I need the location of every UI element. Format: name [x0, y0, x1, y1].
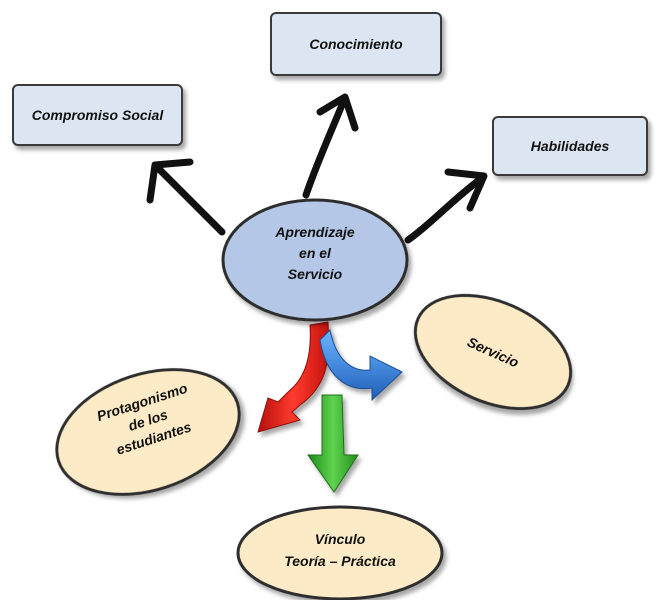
arrow-to-compromiso	[146, 158, 226, 236]
vinculo-label: Vínculo Teoría – Práctica	[255, 528, 425, 573]
red-arrow	[257, 321, 330, 433]
center-label: Aprendizaje en el Servicio	[240, 222, 390, 285]
habilidades-label: Habilidades	[530, 138, 610, 154]
protagonismo-ellipse	[55, 368, 241, 496]
vinculo-ellipse	[236, 505, 444, 600]
vinculo-line-2: Teoría – Práctica	[284, 553, 396, 570]
arrow-to-conocimiento	[302, 93, 359, 199]
conocimiento-label: Conocimiento	[309, 36, 403, 52]
center-ellipse	[221, 198, 409, 322]
vinculo-line-1: Vínculo	[314, 531, 366, 547]
conocimiento-box: Conocimiento	[270, 12, 442, 76]
blue-arrow	[319, 328, 403, 402]
green-arrow	[307, 394, 359, 493]
habilidades-box: Habilidades	[492, 116, 648, 176]
center-line-3: Servicio	[287, 266, 343, 282]
compromiso-social-label: Compromiso Social	[31, 107, 164, 123]
servicio-ellipse	[413, 293, 573, 411]
compromiso-social-box: Compromiso Social	[12, 84, 183, 146]
arrow-to-habilidades	[404, 168, 488, 244]
center-line-2: en el	[299, 245, 331, 261]
center-line-1: Aprendizaje	[275, 224, 355, 240]
